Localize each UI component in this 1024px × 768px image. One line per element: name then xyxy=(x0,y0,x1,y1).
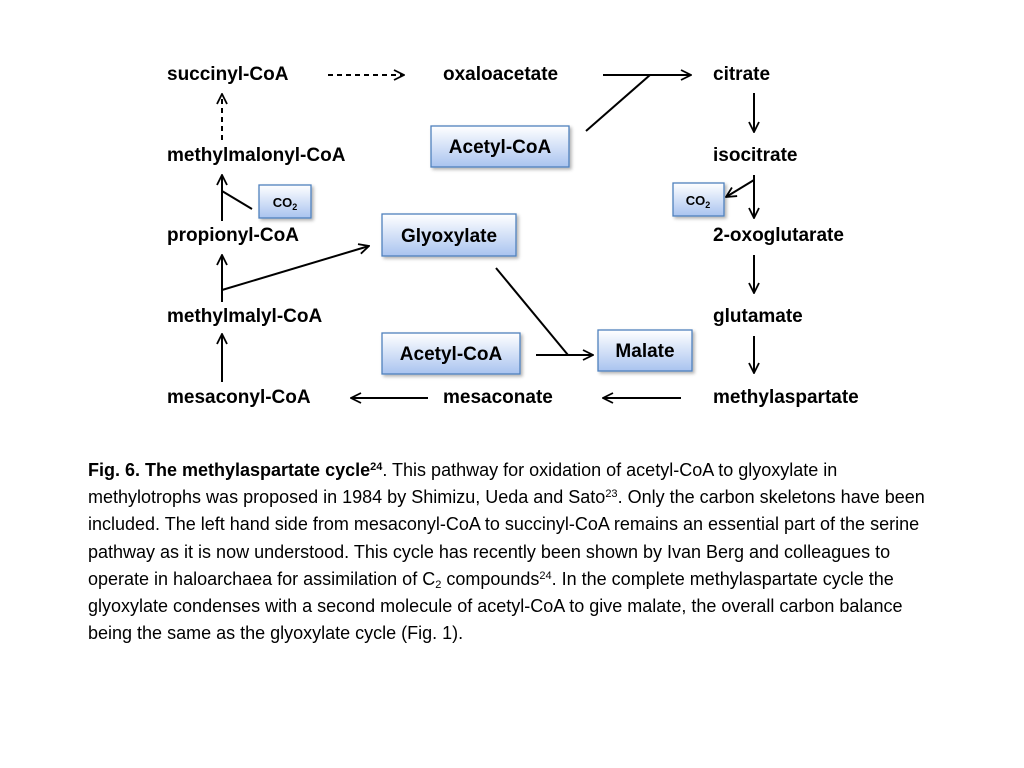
node-methylmalonyl-coa: methylmalonyl-CoA xyxy=(167,145,346,166)
box-glyoxylate-label: Glyoxylate xyxy=(401,226,497,247)
node-citrate: citrate xyxy=(713,64,770,85)
line-co2-fixation-left xyxy=(221,190,253,210)
box-acetyl-coa-top-label: Acetyl-CoA xyxy=(449,137,552,158)
node-propionyl-coa: propionyl-CoA xyxy=(167,225,299,246)
node-mesaconyl-coa: mesaconyl-CoA xyxy=(167,387,311,408)
node-isocitrate: isocitrate xyxy=(713,145,797,166)
line-glyoxylate-to-malate xyxy=(495,267,569,356)
figure-caption: Fig. 6. The methylaspartate cycle24. Thi… xyxy=(88,460,925,644)
node-methylaspartate: methylaspartate xyxy=(713,387,859,408)
box-co2-right: CO2 xyxy=(672,182,725,217)
node-2-oxoglutarate: 2-oxoglutarate xyxy=(713,225,844,246)
node-succinyl-coa: succinyl-CoA xyxy=(167,64,289,85)
box-acetyl-coa-top: Acetyl-CoA xyxy=(430,125,570,168)
arrow-methylmalyl-to-glyoxylate xyxy=(221,246,369,291)
box-malate: Malate xyxy=(597,329,693,372)
box-co2-right-label: CO2 xyxy=(686,193,711,210)
node-methylmalyl-coa: methylmalyl-CoA xyxy=(167,306,322,327)
box-co2-left-label: CO2 xyxy=(273,195,298,212)
line-acetyl-coa-join xyxy=(585,74,651,132)
node-mesaconate: mesaconate xyxy=(443,387,553,408)
node-glutamate: glutamate xyxy=(713,306,803,327)
box-malate-label: Malate xyxy=(615,341,674,362)
box-co2-left: CO2 xyxy=(258,184,312,219)
box-acetyl-coa-bottom-label: Acetyl-CoA xyxy=(400,344,503,365)
node-oxaloacetate: oxaloacetate xyxy=(443,64,558,85)
box-glyoxylate: Glyoxylate xyxy=(381,213,517,257)
caption-title: Fig. 6. The methylaspartate cycle24 xyxy=(88,460,383,480)
box-acetyl-coa-bottom: Acetyl-CoA xyxy=(381,332,521,375)
arrow-co2-release-right xyxy=(726,179,755,197)
